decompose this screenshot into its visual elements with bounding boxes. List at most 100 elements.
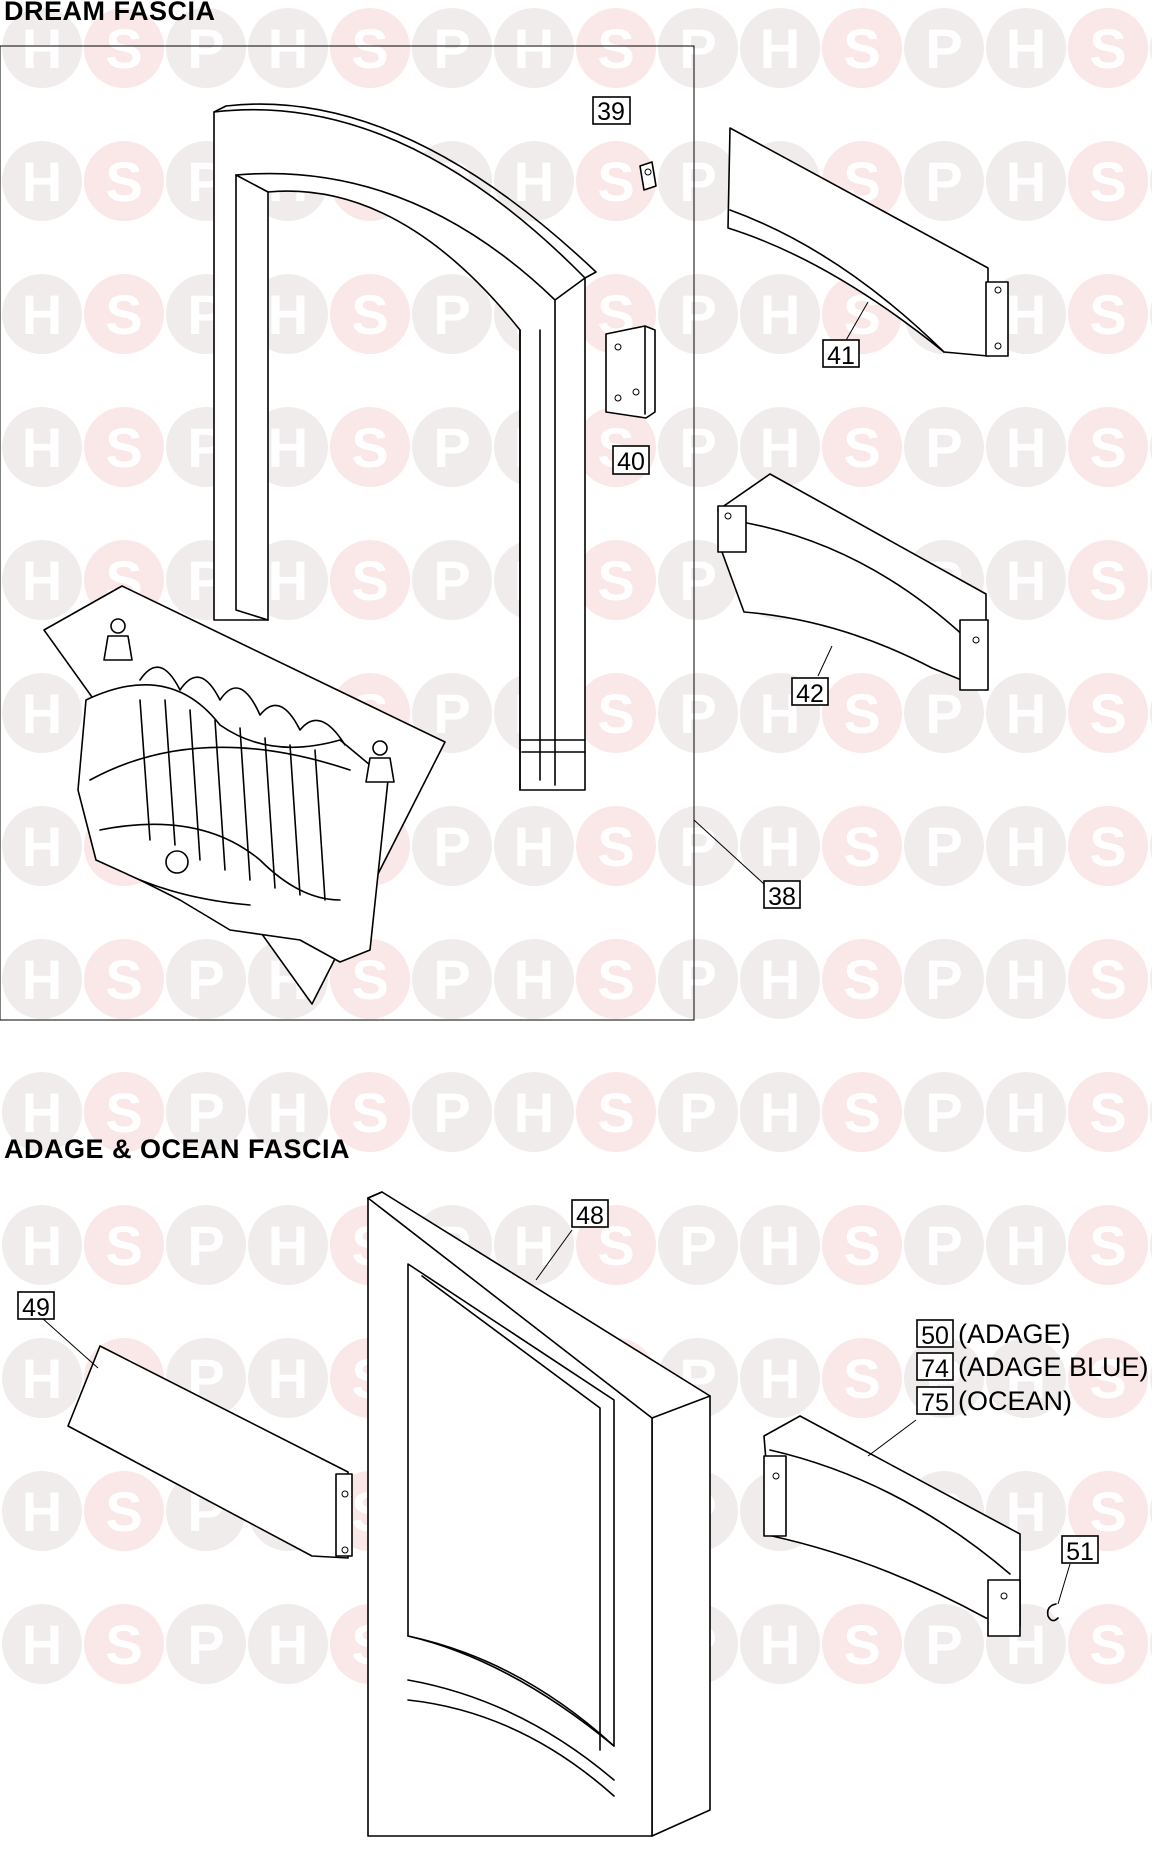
watermark-letter: H — [1006, 1347, 1046, 1410]
watermark-letter: S — [105, 1081, 142, 1144]
watermark-letter: P — [925, 1613, 962, 1676]
watermark-circle — [412, 8, 492, 88]
watermark-circle — [2, 806, 82, 886]
watermark-letter: S — [1089, 1081, 1126, 1144]
watermark-letter: S — [1089, 1480, 1126, 1543]
watermark-circle — [576, 806, 656, 886]
leader-38 — [693, 819, 765, 885]
watermark-letter: P — [925, 17, 962, 80]
watermark-circle — [330, 274, 410, 354]
watermark-letter: P — [679, 283, 716, 346]
watermark-letter: S — [1089, 1613, 1126, 1676]
watermark-circle — [494, 1072, 574, 1152]
part-label-box-41 — [822, 339, 860, 368]
watermark-letter: H — [1006, 1214, 1046, 1277]
watermark-circle — [904, 407, 984, 487]
watermark-circle — [494, 1205, 574, 1285]
watermark-circle — [658, 8, 738, 88]
watermark-circle — [822, 806, 902, 886]
watermark-circle — [822, 407, 902, 487]
watermark-circle — [986, 806, 1066, 886]
watermark-circle — [84, 8, 164, 88]
watermark-circle — [1068, 1338, 1148, 1418]
part-number-74: 74 — [921, 1355, 949, 1383]
watermark-circle — [904, 939, 984, 1019]
watermark-letter: H — [1006, 416, 1046, 479]
watermark-circle — [166, 8, 246, 88]
leader-41 — [844, 301, 869, 343]
watermark-circle — [822, 1072, 902, 1152]
watermark-letter: P — [925, 948, 962, 1011]
watermark-circle — [658, 1072, 738, 1152]
variant-row-74: 74 (ADAGE BLUE) — [916, 1352, 1149, 1383]
watermark-circle — [904, 806, 984, 886]
watermark-letter: P — [679, 416, 716, 479]
watermark-circle — [822, 8, 902, 88]
part-number-38: 38 — [768, 883, 796, 911]
watermark-circle — [494, 8, 574, 88]
watermark-letter: S — [1089, 682, 1126, 745]
watermark-circle — [658, 1205, 738, 1285]
watermark-circle — [84, 274, 164, 354]
watermark-letter: S — [597, 682, 634, 745]
watermark-letter: H — [22, 1081, 62, 1144]
watermark-circle — [740, 274, 820, 354]
watermark-letter: H — [1006, 1081, 1046, 1144]
watermark-circle — [740, 8, 820, 88]
watermark-circle — [84, 1604, 164, 1684]
watermark-circle — [740, 939, 820, 1019]
watermark-letter: H — [22, 416, 62, 479]
watermark-circle — [822, 939, 902, 1019]
part-number-51: 51 — [1066, 1538, 1094, 1566]
watermark-circle — [576, 673, 656, 753]
watermark-circle — [576, 141, 656, 221]
watermark-letter: H — [268, 283, 308, 346]
watermark-letter: H — [1006, 283, 1046, 346]
watermark-circle — [248, 1072, 328, 1152]
watermark-letter: S — [105, 416, 142, 479]
watermark-letter: H — [1006, 682, 1046, 745]
watermark-letter: S — [1089, 549, 1126, 612]
watermark-letter: S — [843, 1214, 880, 1277]
watermark-letter: P — [433, 17, 470, 80]
fire-basket-inset — [43, 585, 446, 1005]
watermark-letter: S — [843, 1347, 880, 1410]
watermark-circle — [166, 1072, 246, 1152]
watermark-circle — [2, 1338, 82, 1418]
watermark-letter: S — [351, 283, 388, 346]
watermark-letter: P — [679, 150, 716, 213]
watermark-circle — [412, 806, 492, 886]
watermark-letter: H — [514, 1214, 554, 1277]
watermark-circle — [1068, 540, 1148, 620]
part-number-40: 40 — [617, 448, 645, 476]
leader-49 — [41, 1317, 99, 1369]
watermark-circle — [1068, 141, 1148, 221]
watermark-circle — [1068, 8, 1148, 88]
watermark-letter: S — [1089, 815, 1126, 878]
watermark-circle — [412, 1072, 492, 1152]
watermark-letter: S — [351, 948, 388, 1011]
dream-fascia-frame — [213, 103, 597, 791]
part-41-panel — [727, 127, 1009, 357]
dream-fascia-frame-box — [0, 45, 695, 1021]
watermark-circle — [576, 540, 656, 620]
watermark-circle — [740, 1604, 820, 1684]
variant-label-50: (ADAGE) — [958, 1319, 1071, 1349]
watermark-letter: H — [22, 948, 62, 1011]
watermark-letter: S — [843, 815, 880, 878]
watermark-circle — [822, 1205, 902, 1285]
watermark-letter: P — [433, 948, 470, 1011]
watermark-circle — [658, 407, 738, 487]
watermark-circle — [494, 141, 574, 221]
watermark-letter: P — [187, 1613, 224, 1676]
watermark-circle — [1068, 1205, 1148, 1285]
watermark-circle — [166, 1205, 246, 1285]
watermark-circle — [2, 407, 82, 487]
watermark-letter: S — [1089, 17, 1126, 80]
watermark-letter: H — [760, 1347, 800, 1410]
watermark-circle — [2, 1604, 82, 1684]
watermark-circle — [2, 1471, 82, 1551]
watermark-letter: P — [925, 150, 962, 213]
watermark-letter: S — [597, 150, 634, 213]
